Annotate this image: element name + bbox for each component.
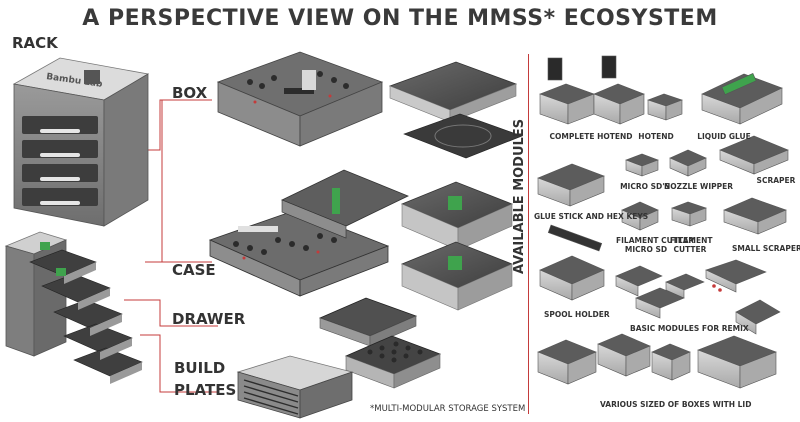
module-label-hotend: HOTEND <box>638 132 674 141</box>
footnote: *MULTI-MODULAR STORAGE SYSTEM <box>370 404 526 414</box>
rack-illustration <box>12 57 150 227</box>
case-illustration <box>208 169 409 297</box>
module-label-basic-modules: BASIC MODULES FOR REMIX <box>630 324 749 333</box>
section-build-plates-line2: PLATES <box>174 381 237 399</box>
module-label-scraper: SCRAPER <box>756 176 796 185</box>
module-label-glue-stick: GLUE STICK AND HEX KEYS <box>534 212 649 221</box>
red-accents <box>242 94 722 292</box>
module-label-filament-cutter-2: CUTTER <box>673 245 707 254</box>
module-label-boxes-with-lid: VARIOUS SIZED OF BOXES WITH LID <box>600 400 752 409</box>
drawer-illustration <box>318 297 442 389</box>
page-title: A PERSPECTIVE VIEW ON THE MMSS* ECOSYSTE… <box>82 6 718 31</box>
module-label-nozzle-wipper: NOZZLE WIPPER <box>664 182 733 191</box>
module-label-spool-holder: SPOOL HOLDER <box>544 310 610 319</box>
section-build-plates-line1: BUILD <box>174 359 226 377</box>
module-tiles <box>537 55 789 389</box>
module-label-complete-hotend: COMPLETE HOTEND <box>549 132 633 141</box>
section-case: CASE <box>172 261 216 279</box>
module-label-filament-cutter-sd-2: MICRO SD <box>624 245 668 254</box>
green-boxes-illustration <box>400 181 514 311</box>
module-label-micro-sds: MICRO SD'S <box>620 182 670 191</box>
section-box: BOX <box>172 84 208 102</box>
section-drawer: DRAWER <box>172 310 246 328</box>
box-closed-illustration <box>388 61 523 159</box>
module-label-filament-cutter-sd-1: FILAMENT CUTTER <box>616 236 694 245</box>
module-label-small-scraper: SMALL SCRAPER <box>732 244 800 253</box>
box-open-illustration <box>216 51 384 147</box>
rack-open-illustration <box>4 231 143 384</box>
module-label-filament-cutter-1: FILAMENT <box>670 236 713 245</box>
section-rack: RACK <box>12 34 58 52</box>
module-label-liquid-glue: LIQUID GLUE <box>697 132 751 141</box>
available-modules-title: AVAILABLE MODULES <box>512 118 527 274</box>
section-divider <box>528 54 529 414</box>
build-plates-illustration <box>236 355 354 419</box>
